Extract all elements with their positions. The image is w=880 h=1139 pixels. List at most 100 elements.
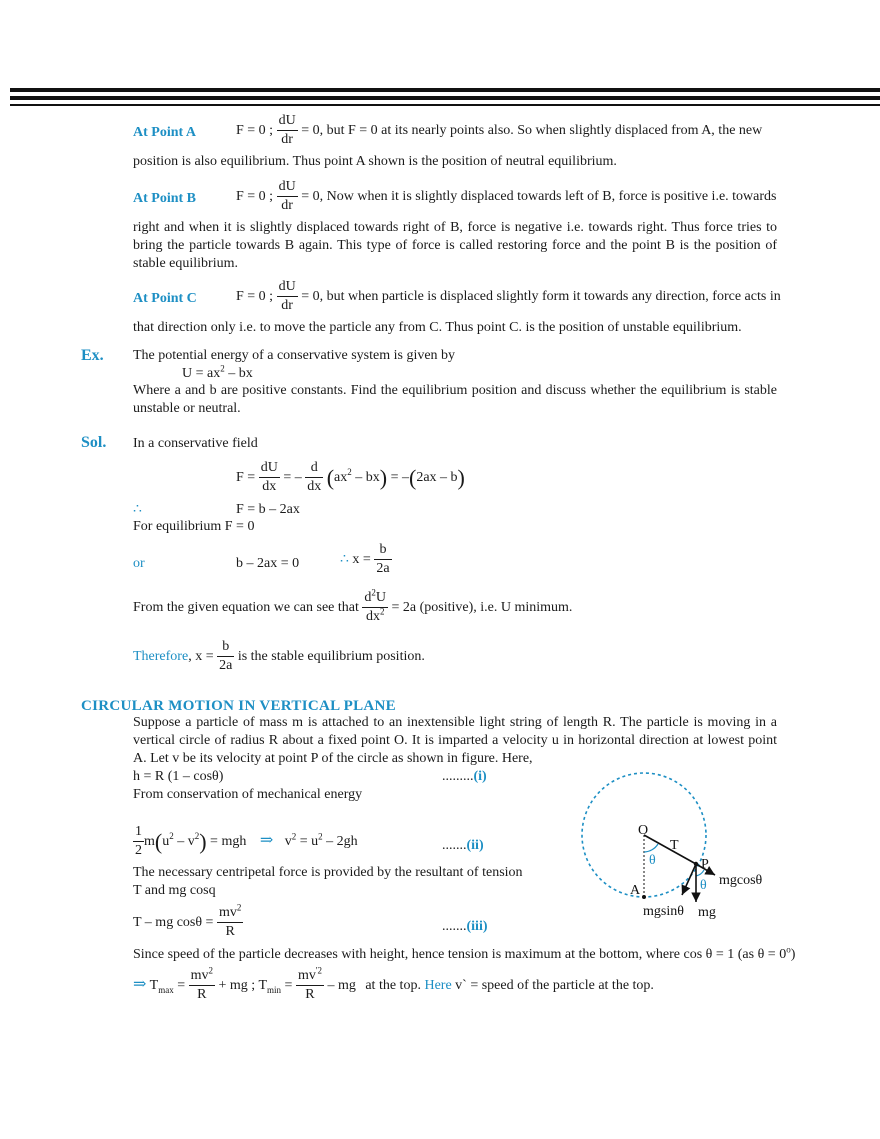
- eq-text: T – mg cosθ =: [133, 914, 214, 930]
- header-rule-3: [10, 104, 880, 106]
- superscript: '2: [315, 965, 322, 976]
- eq-text: , x =: [188, 648, 214, 664]
- eq-text: ): [790, 947, 796, 962]
- eq-text: = 2a (positive), i.e. U minimum.: [391, 599, 573, 615]
- paren-open: (: [326, 464, 335, 490]
- paren-close: ): [199, 828, 207, 854]
- superscript: 2: [236, 902, 242, 913]
- eq-text: at the top.: [365, 977, 421, 993]
- eq-text: – bx: [351, 469, 380, 485]
- label-p: P: [701, 857, 709, 872]
- eq-text: = 0: [301, 122, 320, 138]
- here-word: Here: [424, 977, 452, 993]
- force-result: F = b – 2ax: [236, 502, 300, 517]
- string-line: [643, 834, 697, 865]
- eq-text: m: [144, 833, 155, 849]
- implies-arrow: ⇒: [259, 831, 274, 849]
- solution-label: Sol.: [81, 434, 107, 451]
- eq-text: = mgh: [210, 833, 247, 849]
- eq-text: – v: [173, 833, 195, 849]
- superscript: 2: [371, 587, 376, 598]
- superscript: 2: [379, 606, 385, 617]
- subscript: min: [267, 984, 282, 995]
- eq-text: U = ax: [182, 366, 221, 381]
- eq-text: F =: [236, 469, 256, 485]
- eq-text: From the given equation we can see that: [133, 599, 359, 615]
- denominator: 2: [135, 843, 142, 859]
- eq-text: – mg: [327, 977, 356, 993]
- denominator: dr: [281, 298, 293, 314]
- eq-text: = 0: [301, 288, 320, 304]
- denominator: R: [197, 987, 207, 1003]
- point-a-text-2: position is also equilibrium. Thus point…: [133, 154, 617, 169]
- point-a-text: , but F = 0 at its nearly points also. S…: [319, 122, 763, 138]
- numerator: mv2: [188, 965, 216, 987]
- or-label: or: [133, 556, 145, 571]
- denominator: dr: [281, 132, 293, 148]
- eq-text: x =: [352, 551, 371, 567]
- dots: .......: [442, 919, 467, 934]
- therefore-word: Therefore: [133, 648, 189, 664]
- eq-text: F = 0 ;: [236, 122, 274, 138]
- point-a-label: At Point A: [133, 125, 196, 140]
- numerator: b: [217, 639, 235, 658]
- superscript: 2: [208, 965, 214, 976]
- numerator: dU: [276, 279, 298, 298]
- numerator: d: [305, 460, 324, 479]
- eq-text: F = 0 ;: [236, 288, 274, 304]
- point-b-text: , Now when it is slightly displaced towa…: [319, 188, 777, 204]
- example-line-3: Where a and b are positive constants. Fi…: [133, 383, 777, 416]
- denominator: R: [225, 924, 235, 940]
- denominator: R: [305, 987, 315, 1003]
- numerator: dU: [258, 460, 280, 479]
- solution-intro: In a conservative field: [133, 436, 258, 451]
- numerator: mv'2: [295, 965, 324, 987]
- tag: (ii): [466, 838, 484, 853]
- label-theta-o: θ: [649, 853, 656, 868]
- eq-text: mv: [297, 968, 316, 983]
- vertical-circle-figure: O T θ P θ A mgcosθ mgsinθ mg: [581, 772, 763, 920]
- tmax: Tmax: [150, 978, 174, 994]
- superscript: 2: [194, 831, 200, 842]
- superscript: 2: [169, 831, 174, 842]
- example-line-1: The potential energy of a conservative s…: [133, 348, 456, 363]
- implies-arrow: ⇒: [133, 975, 147, 993]
- circular-paragraph: Suppose a particle of mass m is attached…: [133, 715, 777, 766]
- for-equilibrium: For equilibrium F = 0: [133, 519, 255, 534]
- eq-text: = –: [283, 469, 302, 485]
- label-a: A: [630, 883, 641, 898]
- denominator: dx: [262, 479, 277, 495]
- velocity-equation: v2 = u2 – 2gh: [285, 831, 358, 849]
- eq-text: = 0: [301, 188, 320, 204]
- point-c-text: , but when particle is displaced slightl…: [319, 288, 781, 304]
- denominator: 2a: [376, 561, 390, 577]
- paren-close: ): [379, 464, 388, 490]
- point-b-text-2: right and when it is slightly displaced …: [133, 220, 777, 271]
- eq-text: =: [284, 977, 293, 993]
- numerator: b: [374, 542, 392, 561]
- superscript: 2: [291, 831, 297, 842]
- eq-text: U: [375, 590, 386, 605]
- tag: (i): [473, 769, 487, 784]
- tmin: Tmin: [258, 978, 282, 995]
- eq-text: + mg ;: [218, 977, 256, 993]
- denominator: dx: [307, 479, 322, 495]
- equation-tag-iii: .......(iii): [442, 918, 488, 936]
- eq-text: Since speed of the particle decreases wi…: [133, 947, 787, 962]
- numerator: mv2: [216, 902, 244, 924]
- theta-arc-o: [643, 843, 659, 853]
- section-title: CIRCULAR MOTION IN VERTICAL PLANE: [81, 698, 396, 714]
